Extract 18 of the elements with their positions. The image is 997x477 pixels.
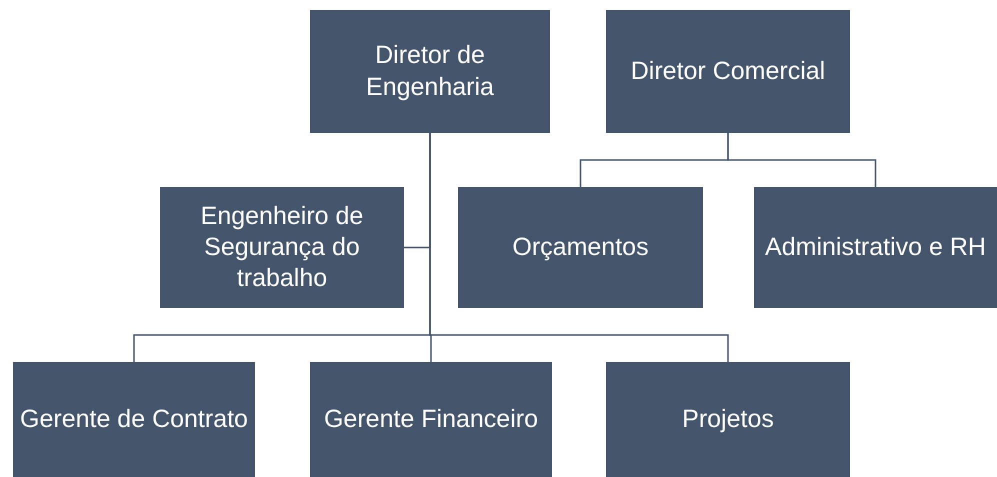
org-chart-box (606, 10, 850, 133)
box-label: Administrativo e RH (765, 232, 986, 263)
box-label: Diretor Comercial (630, 56, 826, 87)
org-chart-box (160, 187, 404, 308)
box-label: Gerente de Contrato (20, 404, 248, 435)
box-label: Engenheiro de Segurança do trabalho (200, 200, 364, 294)
org-chart-box (13, 362, 255, 477)
org-chart-box (458, 187, 703, 308)
box-label: Orçamentos (512, 232, 649, 263)
connector-line (727, 133, 876, 187)
org-chart-box (310, 10, 550, 133)
box-label: Projetos (682, 404, 774, 435)
box-label: Diretor de Engenharia (365, 40, 495, 102)
org-chart-box (310, 362, 552, 477)
box-label: Gerente Financeiro (324, 404, 538, 435)
org-chart-box (754, 187, 997, 308)
connector-line (429, 133, 729, 362)
org-chart-box (606, 362, 850, 477)
